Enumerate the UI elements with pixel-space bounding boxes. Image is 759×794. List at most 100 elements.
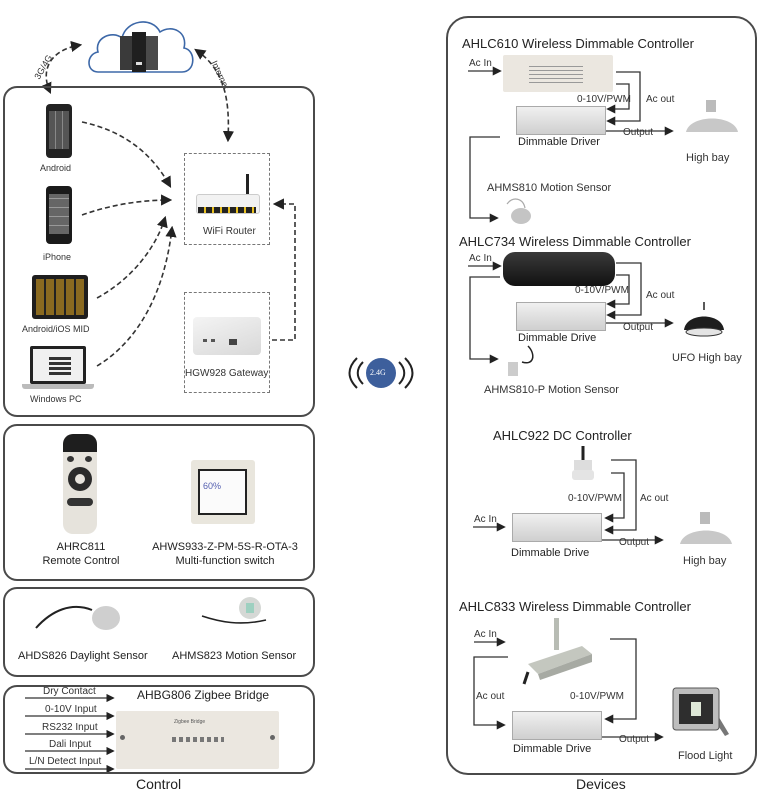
- section4-signal: 0-10V/PWM: [570, 691, 624, 702]
- gateway-box: HGW928 Gateway: [184, 292, 270, 393]
- client-android: [46, 104, 74, 160]
- ufo-high-bay-icon: [684, 302, 724, 337]
- section2-sensor: AHMS810-P Motion Sensor: [484, 384, 619, 396]
- section2-ac-in: Ac In: [469, 253, 492, 264]
- ahms810-sensor: [503, 196, 533, 226]
- daylight-sensor: [32, 596, 122, 636]
- router-box: WiFi Router: [184, 153, 270, 245]
- zigbee-bridge-panel: [3, 685, 315, 774]
- motion-sensor-823-label: AHMS823 Motion Sensor: [172, 650, 297, 662]
- section3-output: Output: [619, 537, 650, 548]
- section1-signal: 0-10V/PWM: [577, 94, 631, 105]
- bridge-input-rs232: RS232 Input: [42, 722, 98, 733]
- client-tablet: [32, 275, 90, 321]
- zigbee-bridge-label: Zigbee Bridge: [174, 719, 206, 725]
- remote-switch-panel: [3, 424, 315, 581]
- section1-title: AHLC610 Wireless Dimmable Controller: [462, 36, 694, 51]
- tablet-icon: [32, 275, 88, 319]
- multi-function-switch: 60%: [191, 460, 257, 526]
- bridge-input-dali: Dali Input: [49, 739, 92, 750]
- section4-output: Output: [619, 734, 650, 745]
- remote-control-icon: [63, 434, 97, 534]
- ahlc610-controller: [503, 55, 613, 92]
- ahms810p-sensor: [508, 344, 538, 378]
- section3-signal: 0-10V/PWM: [568, 493, 622, 504]
- iphone-icon: [46, 186, 72, 244]
- link-3g4g-label: 3G/4G: [32, 53, 55, 81]
- router-label: WiFi Router: [203, 226, 256, 237]
- section2-driver: Dimmable Drive: [518, 332, 597, 344]
- section1-output: Output: [623, 127, 654, 138]
- zigbee-bridge-device: Zigbee Bridge: [116, 711, 279, 769]
- ahlc833-controller: [520, 618, 604, 688]
- network-panel: [3, 86, 315, 417]
- bridge-input-0-10v: 0-10V Input: [45, 704, 97, 715]
- high-bay-light-1: [682, 98, 742, 138]
- dimmable-driver-3: [512, 513, 602, 542]
- cloud-server: [84, 8, 196, 80]
- section4-title: AHLC833 Wireless Dimmable Controller: [459, 599, 691, 614]
- remote-name: Remote Control: [42, 555, 120, 567]
- section2-load: UFO High bay: [672, 352, 742, 364]
- bridge-input-ln-detect: L/N Detect Input: [29, 756, 102, 767]
- section2-output: Output: [623, 322, 654, 333]
- client-android-label: Android: [40, 163, 72, 173]
- flood-light-icon: [672, 687, 729, 736]
- client-laptop: [22, 346, 94, 392]
- section4-ac-out: Ac out: [476, 691, 505, 702]
- dimmable-driver-2: [516, 302, 606, 331]
- flood-light: [667, 684, 731, 742]
- sensor-panel: [3, 587, 315, 677]
- section1-ac-out: Ac out: [646, 94, 675, 105]
- wireless-24g: 2.4G: [345, 350, 417, 394]
- devices-panel: [446, 16, 757, 775]
- motion-sensor-icon: [506, 198, 531, 224]
- high-bay-light-3: [676, 510, 736, 550]
- motion-sensor-icon: [508, 345, 534, 376]
- section4-load: Flood Light: [678, 750, 733, 762]
- laptop-icon: [22, 346, 94, 392]
- remote-control: [63, 434, 99, 536]
- switch-name: Multi-function switch: [175, 555, 275, 567]
- client-iphone: [46, 186, 74, 246]
- section2-title: AHLC734 Wireless Dimmable Controller: [459, 234, 691, 249]
- section3-ac-in: Ac In: [474, 514, 497, 525]
- section3-driver: Dimmable Drive: [511, 547, 590, 559]
- section1-load: High bay: [686, 152, 730, 164]
- switch-screen-value: 60%: [203, 481, 222, 491]
- section3-load: High bay: [683, 555, 727, 567]
- wireless-badge-text: 2.4G: [370, 368, 386, 377]
- ufo-high-bay-light: [678, 302, 730, 342]
- router-icon: [196, 174, 260, 218]
- wireless-controller-icon: [522, 618, 592, 685]
- gateway-label: HGW928 Gateway: [185, 368, 269, 379]
- section4-driver: Dimmable Drive: [513, 743, 592, 755]
- section1-ac-in: Ac In: [469, 58, 492, 69]
- server-rack-icon: [120, 32, 158, 72]
- daylight-sensor-label: AHDS826 Daylight Sensor: [18, 650, 148, 662]
- client-tablet-label: Android/iOS MID: [22, 324, 90, 334]
- dimmable-driver-4: [512, 711, 602, 740]
- android-phone-icon: [46, 104, 72, 158]
- section2-ac-out: Ac out: [646, 290, 675, 301]
- link-3g4g: [41, 40, 83, 95]
- control-caption: Control: [136, 776, 182, 792]
- client-iphone-label: iPhone: [43, 252, 72, 262]
- section4-ac-in: Ac In: [474, 629, 497, 640]
- section1-sensor: AHMS810 Motion Sensor: [487, 182, 612, 194]
- devices-caption: Devices: [576, 776, 626, 792]
- section1-driver: Dimmable Driver: [518, 136, 600, 148]
- motion-sensor-823: [200, 596, 280, 636]
- daylight-sensor-icon: [35, 605, 120, 630]
- high-bay-icon: [686, 100, 738, 132]
- wireless-signal-icon: [348, 357, 414, 389]
- switch-icon: 60%: [191, 460, 255, 524]
- gateway-icon: [193, 317, 261, 355]
- dimmable-driver-1: [516, 106, 606, 135]
- section3-ac-out: Ac out: [640, 493, 669, 504]
- section2-signal: 0-10V/PWM: [575, 285, 629, 296]
- ahlc734-controller: [503, 252, 615, 286]
- ahlc922-controller: [570, 446, 596, 486]
- high-bay-icon: [680, 512, 732, 544]
- motion-sensor-icon: [201, 597, 267, 624]
